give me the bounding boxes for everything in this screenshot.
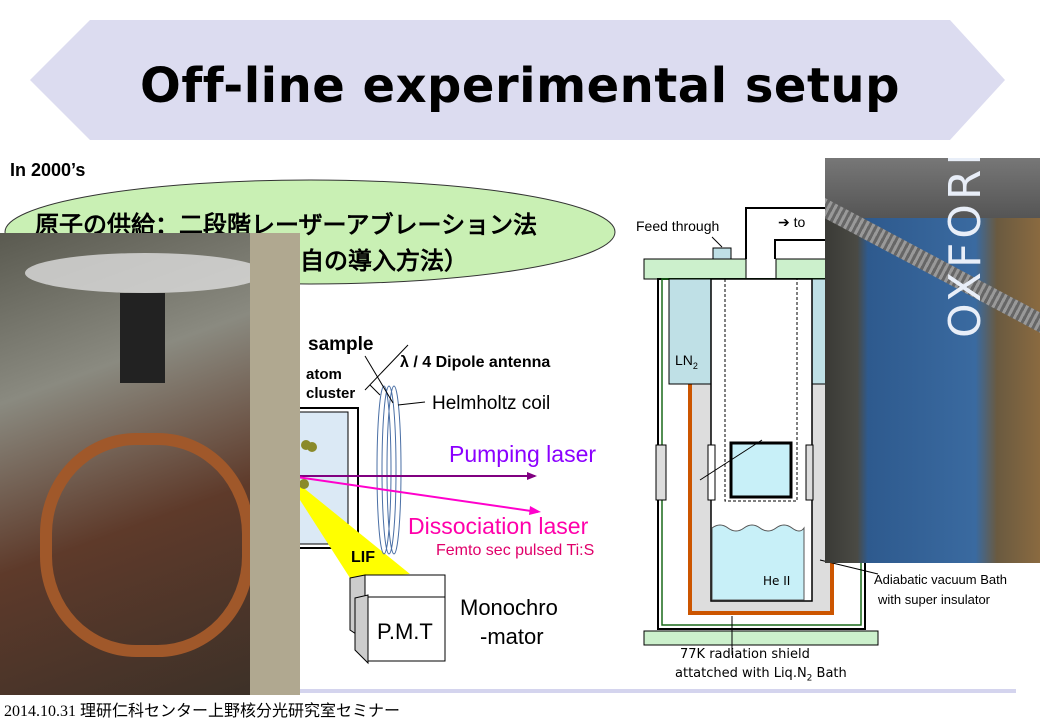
atom-cluster [299, 479, 309, 489]
arrow-head [529, 506, 541, 515]
he-ii-label: He II [763, 574, 791, 588]
feed-through-label: Feed through [636, 218, 720, 234]
shield-label-1: 77K radiation shield [680, 647, 810, 662]
pipe-to-label: ➔ to [778, 214, 805, 231]
photo-cylinder [120, 293, 165, 383]
cryostat-photo: OXFORD [825, 158, 1040, 563]
coil-pointer [397, 401, 426, 406]
atom-cluster [307, 442, 317, 452]
photo-coil [40, 433, 254, 657]
helmholtz-coil [376, 385, 402, 555]
ln2-label: LN2 [675, 352, 698, 371]
dissociation-laser-beam [289, 475, 539, 513]
photo-frame [250, 233, 300, 695]
shield-text-end: Bath [812, 666, 847, 681]
sample-label: sample [308, 334, 374, 355]
antenna-line [364, 344, 409, 391]
arrow-head [527, 472, 537, 480]
photo-flange [25, 253, 265, 293]
shield-sub: 2 [806, 673, 813, 684]
shield-label-2: attatched with Liq.N2 Bath [675, 666, 847, 684]
cluster-label: cluster [306, 385, 356, 402]
femto-label: Femto sec pulsed Ti:S [436, 542, 595, 559]
pumping-laser-label: Pumping laser [449, 441, 597, 467]
apparatus-photo [0, 233, 300, 695]
photo-hose [825, 198, 1040, 365]
monochromator-label-2: -mator [480, 624, 544, 649]
oxford-brand-text: OXFORD [940, 158, 991, 338]
title-banner [30, 20, 1005, 140]
atom-label: atom [306, 366, 342, 383]
adiabatic-label-1: Adiabatic vacuum Bath [874, 572, 1007, 587]
monochromator [349, 574, 446, 665]
arrow-right-icon: ➔ [778, 214, 794, 230]
slide-title: Off-line experimental setup [140, 58, 900, 114]
antenna-label: λ / 4 Dipole antenna [400, 354, 551, 371]
to-text: to [793, 214, 806, 230]
lif-label: LIF [351, 549, 375, 566]
cryostat-diagram [643, 207, 881, 655]
adiabatic-label-2: with super insulator [878, 592, 990, 607]
ln2-sub: 2 [692, 360, 698, 371]
callout-line-2: 自の導入方法） [300, 247, 468, 275]
dissociation-laser-label: Dissociation laser [408, 513, 589, 539]
monochromator-label-1: Monochro [460, 595, 558, 620]
antenna-line [364, 355, 394, 404]
antenna-line [369, 384, 381, 396]
pmt-label: P.M.T [377, 619, 433, 644]
ln2-text: LN [675, 352, 693, 368]
era-label: In 2000’s [10, 160, 86, 180]
shield-text: attatched with Liq.N [675, 666, 807, 681]
photo-top-equipment [825, 158, 1040, 218]
footer-text: 2014.10.31 理研仁科センター上野核分光研究室セミナー [4, 703, 401, 720]
lif-beam [300, 485, 410, 578]
coil-label: Helmholtz coil [432, 393, 551, 414]
